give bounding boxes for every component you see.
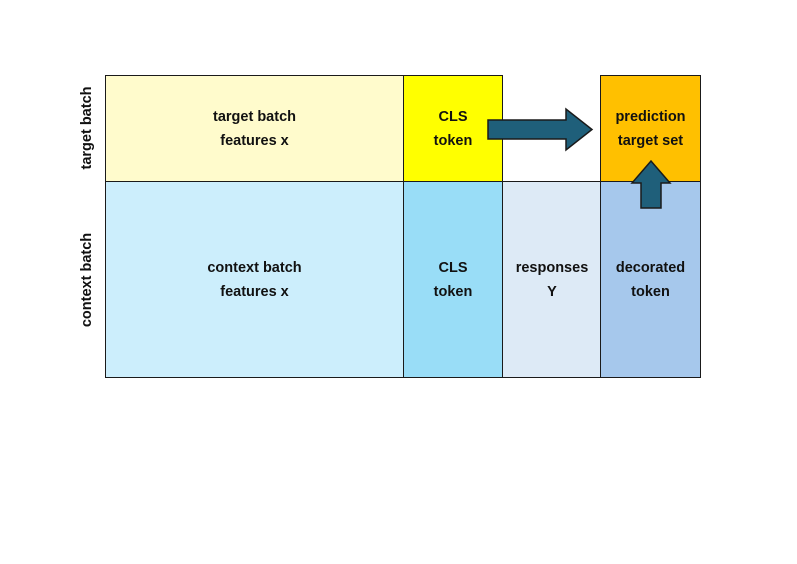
decorated-token-cell: decorated token (600, 181, 701, 378)
up-arrow (630, 159, 672, 209)
prediction-target-set-cell: prediction target set (600, 75, 701, 182)
responses-cell: responses Y (502, 181, 602, 378)
target-batch-features-cell: target batch features x (105, 75, 404, 182)
target-batch-features-label: target batch features x (213, 108, 296, 149)
context-batch-features-cell: context batch features x (105, 181, 404, 378)
responses-label: responses Y (515, 259, 589, 300)
decorated-token-label: decorated token (615, 259, 686, 300)
context-batch-features-label: context batch features x (207, 259, 302, 300)
target-cls-token-label: CLS token (433, 108, 473, 149)
prediction-target-set-label: prediction target set (615, 108, 686, 149)
context-cls-token-cell: CLS token (403, 181, 503, 378)
context-cls-token-label: CLS token (433, 259, 473, 300)
right-arrow (487, 107, 594, 152)
